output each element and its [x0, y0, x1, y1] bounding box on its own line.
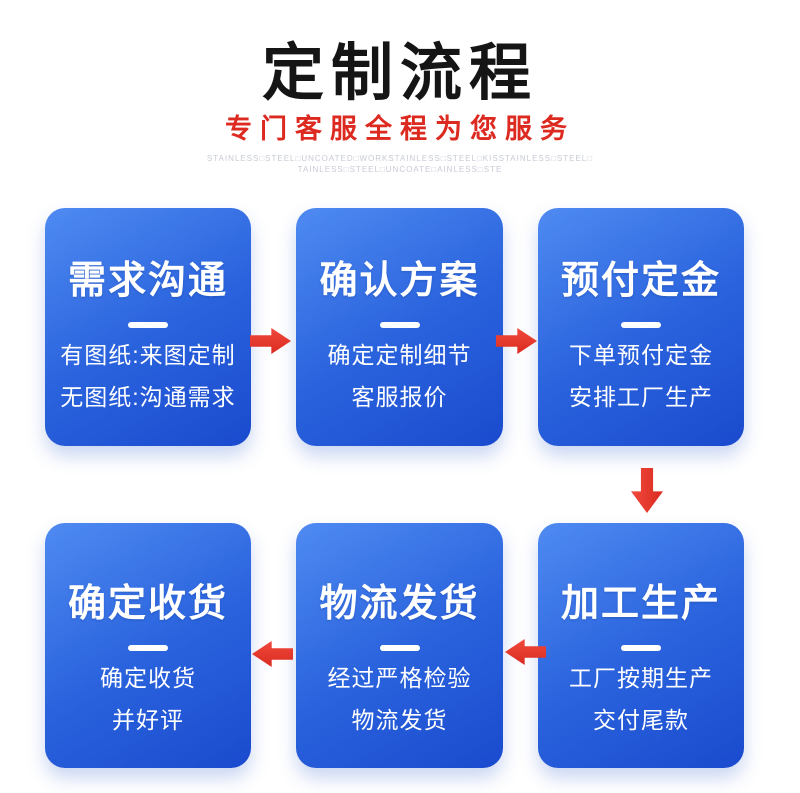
step-box-processing-production: 加工生产 工厂按期生产 交付尾款	[538, 523, 744, 768]
step-title: 加工生产	[560, 583, 721, 625]
step-line: 安排工厂生产	[569, 384, 713, 410]
step-box-demand-communication: 需求沟通 有图纸:来图定制 无图纸:沟通需求	[45, 208, 251, 446]
step-box-confirm-receipt: 确定收货 确定收货 并好评	[45, 523, 251, 768]
step-line: 交付尾款	[593, 707, 689, 733]
divider-dash	[379, 322, 420, 328]
step-title: 确认方案	[319, 260, 480, 302]
step-title: 需求沟通	[67, 260, 228, 302]
step-line: 有图纸:来图定制	[60, 342, 236, 368]
divider-dash	[621, 645, 661, 651]
page-title: 定制流程	[261, 39, 538, 108]
step-title: 预付定金	[560, 260, 721, 302]
divider-dash	[379, 645, 420, 651]
watermark-line: STAINLESS□STEEL□UNCOATED□WORKSTAINLESS□S…	[206, 154, 594, 163]
arrow-down-icon	[631, 468, 663, 513]
step-line: 下单预付定金	[569, 342, 713, 368]
step-line: 确定定制细节	[327, 342, 472, 368]
step-line: 经过严格检验	[327, 665, 472, 691]
step-line: 无图纸:沟通需求	[60, 384, 236, 410]
page-subtitle: 专门客服全程为您服务	[225, 114, 575, 144]
step-title: 确定收货	[67, 583, 228, 625]
step-line: 并好评	[112, 707, 184, 733]
arrow-right-icon	[250, 328, 291, 354]
divider-dash	[128, 322, 168, 328]
divider-dash	[621, 322, 661, 328]
step-line: 客服报价	[351, 384, 448, 410]
watermark-line: TAINLESS□STEEL□UNCOATE□AINLESS□STE	[297, 165, 503, 174]
step-line: 确定收货	[100, 665, 196, 691]
step-box-confirm-plan: 确认方案 确定定制细节 客服报价	[296, 208, 503, 446]
step-line: 物流发货	[351, 707, 448, 733]
arrow-left-icon	[252, 641, 293, 667]
step-box-logistics-shipping: 物流发货 经过严格检验 物流发货	[296, 523, 503, 768]
divider-dash	[128, 645, 168, 651]
step-title: 物流发货	[319, 583, 480, 625]
step-box-prepay-deposit: 预付定金 下单预付定金 安排工厂生产	[538, 208, 744, 446]
step-line: 工厂按期生产	[569, 665, 713, 691]
